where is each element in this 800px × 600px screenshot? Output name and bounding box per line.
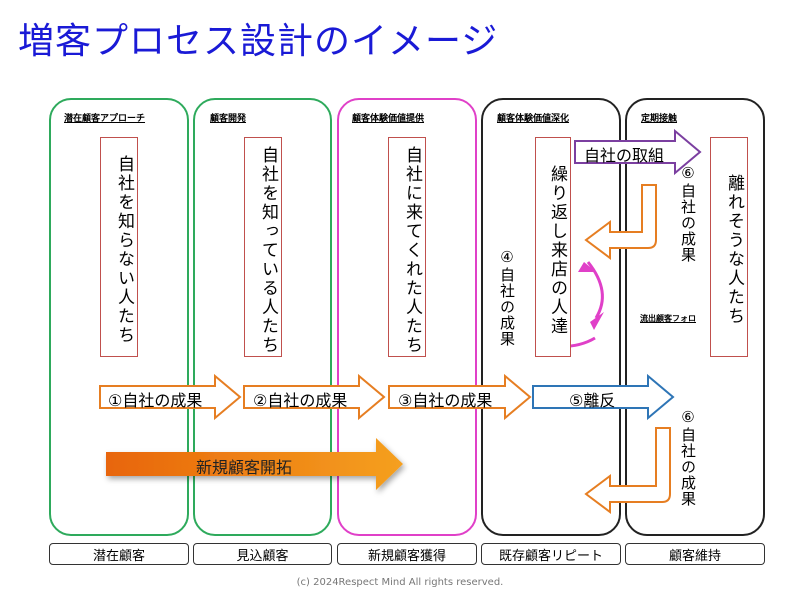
stage-text-repeat: 繰り返し来店の人達 xyxy=(535,137,571,357)
copyright-notice: (c) 2024Respect Mind All rights reserved… xyxy=(296,577,504,588)
footer-label-repeat: 既存顧客リピート xyxy=(481,543,621,565)
footer-label-latent: 潜在顧客 xyxy=(49,543,189,565)
flow-arrow-3 xyxy=(388,373,532,421)
stage-text-prospect: 自社を知っている人たち xyxy=(244,137,282,357)
result-label-6a: ⑥自社の成果 xyxy=(679,164,697,263)
stage-box-retention xyxy=(625,98,765,536)
new-customer-label: 新規顧客開拓 xyxy=(196,458,293,477)
stage-text-retention: 離れそうな人たち xyxy=(710,137,748,357)
result-label-4: ④自社の成果 xyxy=(498,248,516,347)
stage-box-repeat xyxy=(481,98,621,536)
cycle-arrow-right-head xyxy=(590,312,604,330)
stage-heading-prospect: 顧客開発 xyxy=(210,114,247,124)
own-effort-arrow xyxy=(574,128,702,176)
stage-box-latent xyxy=(49,98,189,536)
outflow-follow-label: 流出顧客フォロ xyxy=(640,314,696,323)
own-effort-label: 自社の取組 xyxy=(584,146,665,165)
uturn-arrow-top xyxy=(584,184,657,260)
stage-text-new: 自社に来てくれた人たち xyxy=(388,137,426,357)
flow-label-2: ②自社の成果 xyxy=(253,391,348,410)
flow-label-3: ③自社の成果 xyxy=(398,391,493,410)
uturn-arrow-bottom xyxy=(584,427,671,514)
stage-box-prospect xyxy=(193,98,332,536)
churn-label: ⑤離反 xyxy=(569,391,616,410)
stage-heading-latent: 潜在顧客アプローチ xyxy=(64,114,146,124)
flow-label-1: ①自社の成果 xyxy=(108,391,203,410)
stage-heading-repeat: 顧客体験価値深化 xyxy=(497,114,570,124)
churn-arrow xyxy=(532,373,675,421)
footer-label-prospect: 見込顧客 xyxy=(193,543,332,565)
footer-label-retention: 顧客維持 xyxy=(625,543,765,565)
flow-arrow-2 xyxy=(243,373,386,421)
cycle-arrow-right xyxy=(586,261,604,319)
stage-box-new xyxy=(337,98,477,536)
cycle-arrow-left-head xyxy=(578,262,596,272)
new-customer-arrow xyxy=(106,438,403,490)
footer-label-new: 新規顧客獲得 xyxy=(337,543,477,565)
stage-heading-new: 顧客体験価値提供 xyxy=(352,114,425,124)
result-label-6b: ⑥自社の成果 xyxy=(679,408,697,507)
stage-heading-retention: 定期接触 xyxy=(641,114,678,124)
flow-arrow-1 xyxy=(99,373,242,421)
stage-text-latent: 自社を知らない人たち xyxy=(100,137,138,357)
page-title: 増客プロセス設計のイメージ xyxy=(18,21,499,62)
